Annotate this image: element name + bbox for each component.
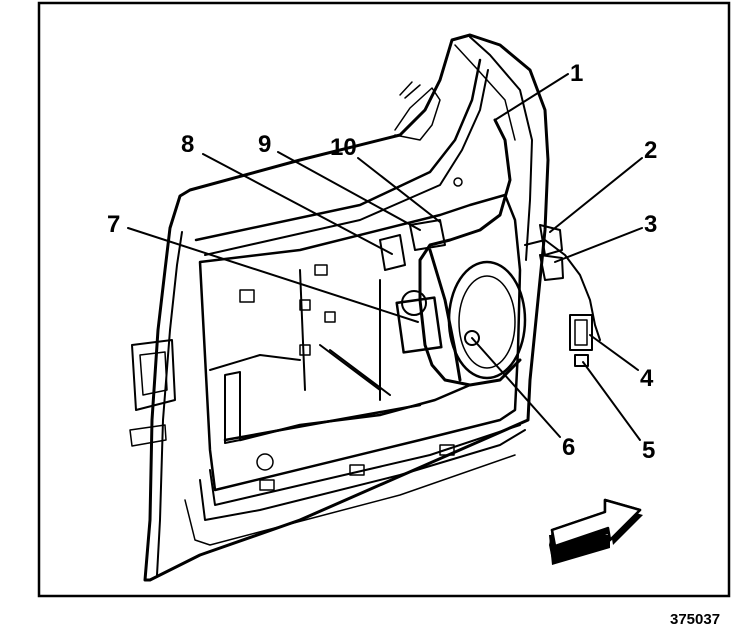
- callout-7: 7: [107, 211, 120, 238]
- callout-8: 8: [181, 131, 194, 158]
- door-illustration: [129, 33, 601, 582]
- leader-lines: [127, 73, 643, 441]
- callout-3: 3: [644, 211, 657, 238]
- diagram-frame: [37, 1, 731, 598]
- callout-5: 5: [642, 437, 655, 464]
- callout-4: 4: [640, 365, 654, 392]
- callout-9: 9: [258, 131, 271, 158]
- callout-2: 2: [644, 137, 657, 164]
- callout-10: 10: [330, 134, 357, 161]
- callout-1: 1: [570, 60, 583, 87]
- figure-id: 375037: [670, 611, 720, 628]
- forward-arrow-icon: [549, 498, 643, 565]
- callout-6: 6: [562, 434, 575, 461]
